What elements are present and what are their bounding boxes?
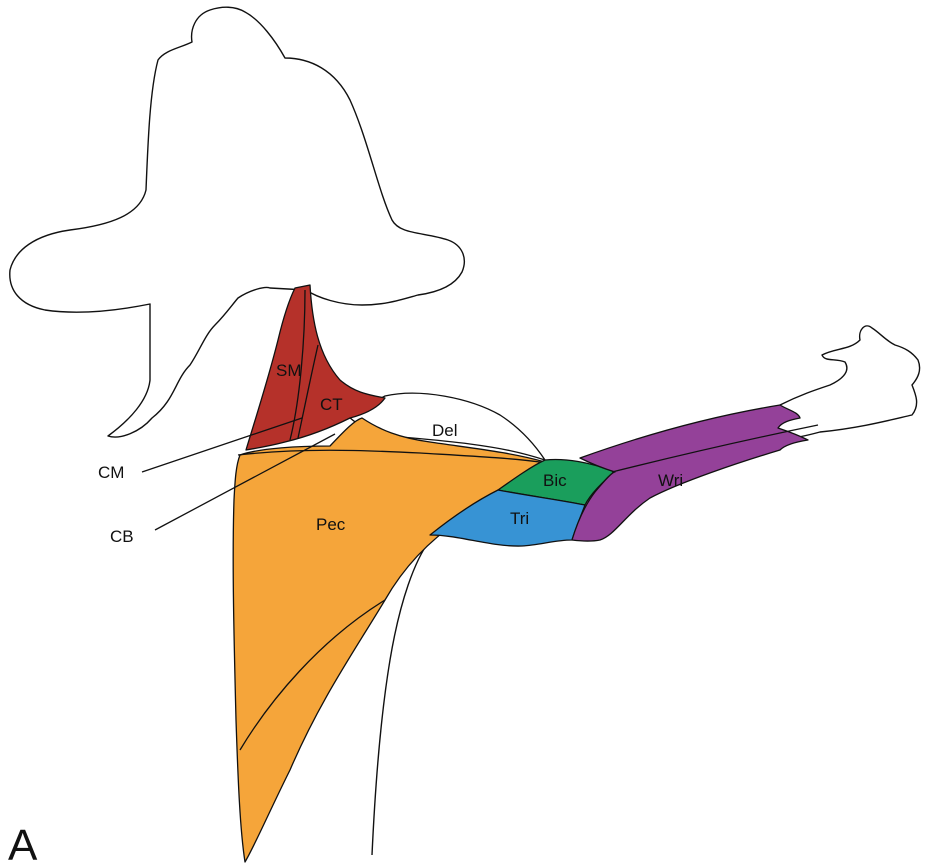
label-ct: CT — [320, 395, 343, 414]
label-pec: Pec — [316, 515, 346, 534]
label-cm: CM — [98, 463, 124, 482]
label-tri: Tri — [510, 509, 529, 528]
label-del: Del — [432, 421, 458, 440]
panel-letter: A — [8, 821, 38, 864]
label-cb: CB — [110, 527, 134, 546]
pectoral-region — [233, 418, 545, 862]
label-sm: SM — [276, 361, 302, 380]
hand-outline — [780, 326, 920, 438]
label-wri: Wri — [658, 471, 683, 490]
torso-outline — [10, 7, 465, 437]
label-bic: Bic — [543, 471, 567, 490]
